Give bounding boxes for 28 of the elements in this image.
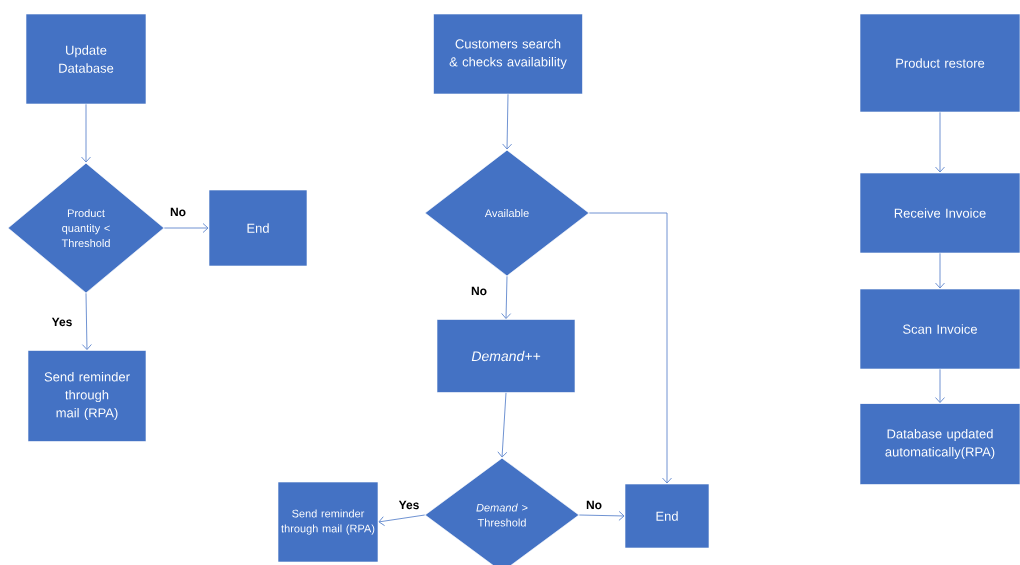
arrow — [163, 223, 209, 233]
process-box: Receive Invoice — [859, 172, 1020, 254]
edge-label: No — [169, 206, 187, 218]
arrow — [501, 275, 512, 319]
edge-label: No — [585, 499, 603, 511]
process-box: Product restore — [859, 13, 1020, 113]
arrow — [935, 252, 945, 289]
process-box: Scan Invoice — [859, 288, 1020, 370]
arrow — [935, 368, 945, 403]
process-box: Send reminder through mail (RPA) — [277, 481, 379, 563]
edge-label: Yes — [397, 499, 421, 511]
arrow — [497, 392, 508, 458]
arrow — [81, 103, 91, 163]
arrow — [935, 111, 945, 173]
arrow — [378, 514, 426, 527]
process-box: Send reminder through mail (RPA) — [27, 350, 147, 442]
process-box: Database updated automatically(RPA) — [859, 403, 1020, 485]
edge-label: Yes — [50, 316, 74, 328]
process-box: Customers search & checks availability — [433, 13, 583, 95]
process-box: End — [208, 189, 308, 267]
process-box: Demand++ — [436, 319, 576, 393]
arrow — [578, 510, 625, 521]
arrow — [502, 93, 513, 150]
process-box: End — [624, 483, 710, 549]
arrow — [81, 292, 92, 350]
arrow — [588, 212, 672, 484]
edge-label: No — [470, 285, 488, 297]
process-box: Update Database — [25, 13, 147, 105]
